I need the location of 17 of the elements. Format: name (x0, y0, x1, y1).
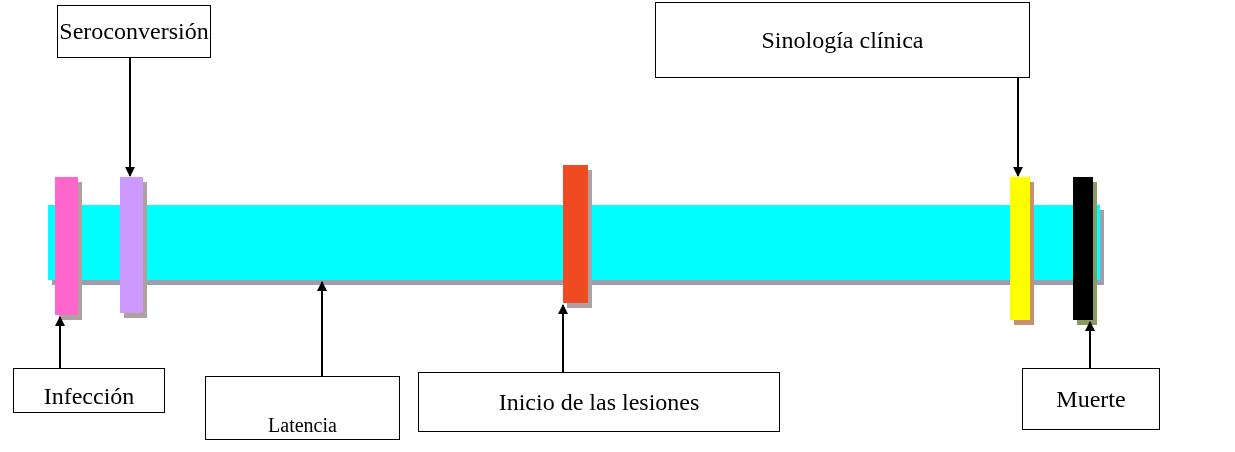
label-box: Infección (13, 368, 165, 413)
arrow (1013, 77, 1023, 177)
marker-bar (1073, 177, 1093, 320)
marker-bar (1010, 177, 1030, 320)
marker-bar (120, 177, 143, 313)
label-box: Latencia (205, 376, 400, 440)
arrow (125, 57, 135, 177)
arrow (1085, 321, 1095, 369)
label-box: Seroconversión (57, 5, 211, 58)
label-box: Inicio de las lesiones (418, 372, 780, 432)
label-box: Sinología clínica (655, 2, 1030, 78)
label-box: Muerte (1022, 368, 1160, 430)
marker-bar (563, 165, 588, 303)
marker-bar (55, 177, 78, 315)
arrow (558, 304, 568, 373)
arrow (317, 281, 327, 377)
arrow (55, 316, 65, 369)
